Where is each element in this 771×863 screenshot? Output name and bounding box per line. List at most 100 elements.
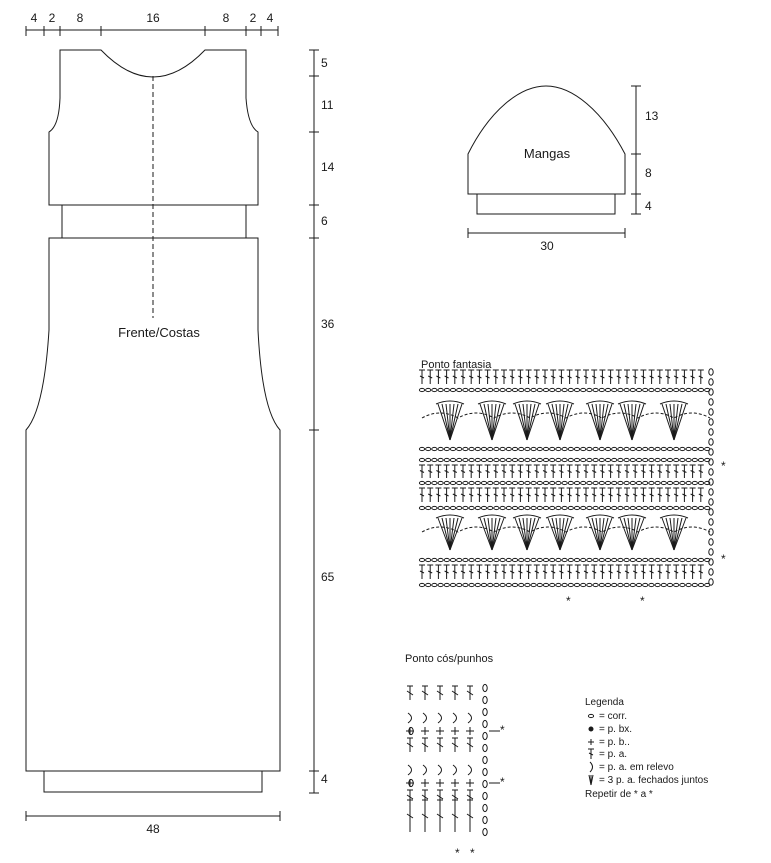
chain-stitch-symbol: [654, 446, 661, 452]
dc-stitch-bar: [690, 470, 695, 473]
dc-stitch-bar: [534, 375, 540, 379]
relief-dc-bar: [436, 742, 444, 748]
chain-stitch-symbol: [567, 480, 574, 486]
top-width-labels: 4 2 8 16 8 2 4: [31, 11, 274, 25]
fan-stitch-symbol: [623, 403, 633, 441]
fancy-stitch-chart: [418, 368, 714, 588]
chain-stitch-symbol: [561, 480, 568, 486]
chain-stitch-symbol: [482, 719, 488, 729]
chain-stitch-symbol: [708, 488, 714, 496]
chain-stitch-symbol: [542, 505, 550, 511]
fan-stitch-symbol: [595, 517, 601, 551]
relief-symbol: [589, 761, 593, 773]
chain-stitch-symbol: [487, 387, 494, 393]
sleeve-width-dimension: [467, 228, 626, 238]
dc-stitch-bar: [526, 375, 531, 379]
fancy-repeat-mark-4: *: [640, 594, 645, 608]
fan-stitch-symbol: [491, 517, 505, 551]
dc-stitch-bar: [665, 375, 671, 379]
chain-stitch-symbol: [437, 457, 444, 463]
dc-stitch-bar: [616, 493, 622, 497]
chain-stitch-symbol: [673, 446, 680, 452]
chain-stitch-symbol: [462, 387, 469, 393]
dc-stitch-bar: [427, 470, 433, 473]
chain-stitch-symbol: [708, 568, 714, 576]
chain-stitch-symbol: [567, 457, 574, 463]
sleeve-height-4: 4: [645, 199, 652, 213]
chain-stitch-symbol: [573, 480, 581, 486]
chain-stitch-symbol: [685, 387, 692, 393]
height-6: 6: [321, 214, 328, 228]
chain-stitch-symbol: [431, 446, 438, 452]
chain-stitch-symbol: [648, 457, 655, 463]
dc-stitch-bar: [501, 375, 507, 379]
dc-stitch-bar: [550, 375, 556, 379]
top-width-4-right: 4: [267, 11, 274, 25]
fan-stitch-symbol: [631, 517, 645, 551]
chain-stitch-symbol: [493, 457, 500, 463]
relief-hook-symbol: [467, 712, 472, 724]
chain-stitch-symbol: [691, 582, 698, 588]
chain-stitch-symbol: [629, 505, 636, 511]
chain-stitch-symbol: [704, 557, 711, 563]
dc-stitch-bar: [600, 570, 605, 574]
dc-stitch-bar: [608, 493, 613, 497]
chain-stitch-symbol: [666, 480, 674, 486]
chain-stitch-symbol: [704, 387, 711, 393]
dc-stitch-bar: [665, 570, 671, 574]
chain-stitch-symbol: [456, 505, 463, 511]
legend-item-dc: = p. a.: [599, 749, 627, 760]
dc-stitch-bar: [624, 470, 630, 473]
legend-repeat-note: Repetir de * a *: [585, 789, 653, 800]
sleeve-height-8: 8: [645, 166, 652, 180]
relief-hook-symbol: [422, 712, 427, 724]
chain-stitch-symbol: [555, 387, 562, 393]
fan-stitch-symbol: [559, 517, 573, 551]
dc-stitch-bar: [649, 493, 654, 497]
chain-stitch-symbol: [561, 505, 568, 511]
fan-cluster-arc: [545, 400, 575, 405]
chain-stitch-symbol: [586, 480, 593, 486]
dc-stitch-bar: [632, 375, 638, 379]
fan-stitch-symbol: [514, 403, 528, 441]
chain-stitch-symbol: [449, 387, 457, 393]
chain-stitch-symbol: [660, 582, 667, 588]
dc-stitch-bar: [550, 493, 556, 497]
dc-stitch-bar: [460, 570, 466, 574]
dc-stitch-bar: [460, 375, 466, 379]
body-outline: [25, 49, 281, 793]
fan-stitch-symbol: [526, 403, 536, 441]
legend: Legenda = corr. = p. bx. = p. b.. = p. a…: [585, 697, 708, 800]
chain-stitch-symbol: [524, 557, 531, 563]
dc-stitch-bar: [419, 470, 425, 473]
dc-stitch-bar: [559, 470, 564, 473]
chain-stitch-symbol: [530, 387, 537, 393]
dc-stitch-bar: [477, 375, 482, 379]
chain-stitch-symbol: [462, 457, 469, 463]
chain-stitch-symbol: [660, 505, 667, 511]
chain-stitch-symbol: [468, 480, 475, 486]
chain-stitch-symbol: [573, 457, 581, 463]
chain-stitch-symbol: [511, 480, 519, 486]
cuff-repeat-mark-3: *: [455, 846, 460, 860]
dc-stitch-bar: [542, 375, 548, 379]
relief-hook-symbol: [407, 712, 412, 724]
dc-stitch-bar: [534, 570, 540, 574]
chain-stitch-symbol: [697, 387, 705, 393]
dc-stitch-bar: [468, 470, 474, 473]
chain-stitch-symbol: [449, 582, 457, 588]
chain-arch-symbol: [421, 412, 711, 419]
dc-stitch-bar: [518, 470, 523, 473]
chain-stitch-symbol: [482, 779, 488, 789]
legend-item-relief: = p. a. em relevo: [599, 762, 674, 773]
fan-stitch-symbol: [665, 517, 675, 551]
chain-stitch-symbol: [480, 582, 488, 588]
dc-stitch-bar: [575, 470, 581, 473]
relief-dc-bar: [466, 690, 474, 696]
chain-stitch-symbol: [573, 387, 581, 393]
bodice-shape: [48, 49, 259, 206]
chain-stitch-symbol: [536, 446, 543, 452]
dc-stitch-bar: [641, 493, 646, 497]
chain-stitch-symbol: [505, 480, 512, 486]
chain-stitch-symbol: [549, 446, 556, 452]
